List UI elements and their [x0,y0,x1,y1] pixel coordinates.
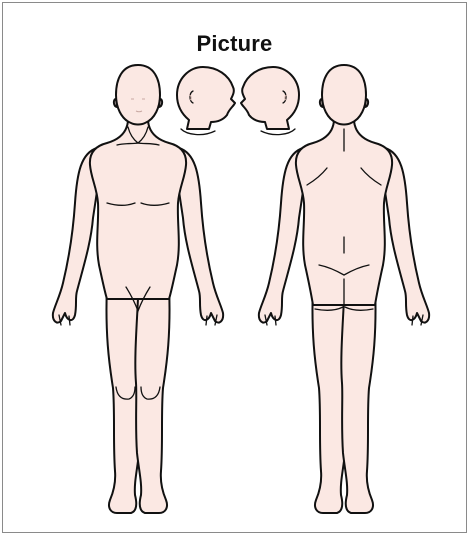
head-left-profile-figure [241,67,299,135]
front-head [116,65,160,125]
diagram-panel: Picture .sk { fill: #fbe8e3; stroke: #11… [2,2,467,533]
back-right-leg [341,285,375,513]
front-body-figure [53,65,223,513]
back-body-figure [259,65,429,513]
body-diagram: .sk { fill: #fbe8e3; stroke: #111; strok… [3,3,468,534]
back-head [322,65,366,125]
front-torso [90,121,186,299]
head-right-profile-figure [177,67,235,135]
